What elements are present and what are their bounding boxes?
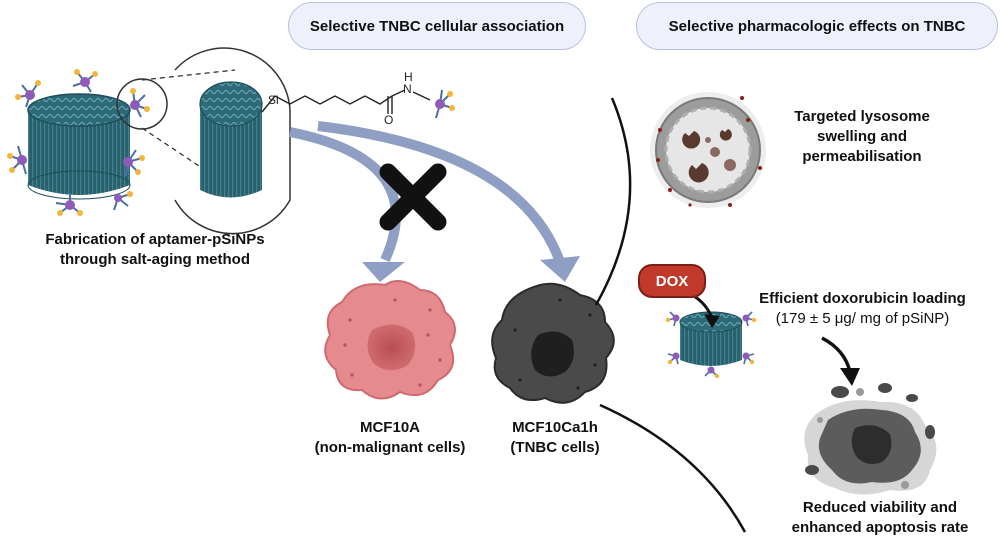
lysosome-icon	[650, 92, 766, 208]
divider-curve-bottom	[599, 403, 747, 533]
fabrication-line1: Fabrication of aptamer-pSiNPs	[45, 231, 265, 248]
arrowhead-mcf10ca1h	[540, 256, 580, 282]
mcf10a-cell	[324, 280, 456, 400]
loading-line1: Efficient doxorubicin loading	[759, 290, 966, 307]
arrowhead-mcf10a	[362, 262, 405, 282]
dox-badge: DOX	[638, 264, 706, 298]
pill-left-label: Selective TNBC cellular association	[309, 17, 565, 35]
arrow-to-mcf10a	[289, 127, 401, 263]
apoptosis-label: Reduced viability and enhanced apoptosis…	[770, 498, 990, 538]
pill-right-label: Selective pharmacologic effects on TNBC	[668, 17, 966, 35]
linker-chain	[261, 95, 393, 113]
linker-aptamer	[435, 89, 455, 119]
loading-label: Efficient doxorubicin loading (179 ± 5 μ…	[740, 289, 985, 329]
lysosome-label: Targeted lysosome swelling and permeabil…	[772, 107, 952, 167]
apoptotic-cell	[804, 383, 937, 495]
pill-pharmacologic-effects: Selective pharmacologic effects on TNBC	[636, 2, 998, 50]
zoom-source-circle	[116, 78, 168, 130]
lysosome-line2: swelling and	[816, 128, 907, 145]
zoomed-surface	[174, 47, 291, 235]
divider-curve-top	[594, 97, 632, 306]
lysosome-line1: Targeted lysosome	[794, 108, 930, 125]
loading-line2: (179 ± 5 μg/ mg of pSiNP)	[775, 310, 950, 327]
fabrication-label: Fabrication of aptamer-pSiNPs through sa…	[20, 230, 290, 270]
aptamer-tufts	[7, 69, 150, 216]
mcf10ca1h-label: MCF10Ca1h (TNBC cells)	[485, 418, 625, 458]
mcf10a-name: MCF10A	[359, 419, 420, 436]
arrow-to-mcf10ca1h	[317, 121, 565, 264]
o-label: O	[384, 113, 394, 127]
n-label: N	[403, 82, 412, 96]
mcf10a-desc: (non-malignant cells)	[314, 439, 466, 456]
h-label: H	[404, 70, 413, 84]
blocked-x-mark	[379, 163, 447, 231]
si-label: Si	[268, 93, 279, 107]
mcf10ca1h-name: MCF10Ca1h	[512, 419, 598, 436]
apoptosis-arrow	[821, 336, 852, 373]
fabrication-line2: through salt-aging method	[60, 251, 250, 268]
mcf10ca1h-cell	[491, 282, 615, 404]
apoptosis-line2: enhanced apoptosis rate	[791, 519, 969, 536]
mcf10ca1h-desc: (TNBC cells)	[510, 439, 600, 456]
lysosome-line3: permeabilisation	[802, 148, 922, 165]
zoom-connector-top	[141, 69, 236, 81]
pill-cellular-association: Selective TNBC cellular association	[288, 2, 586, 50]
mcf10a-label: MCF10A (non-malignant cells)	[290, 418, 490, 458]
aptamer-psinp-particle	[27, 93, 131, 200]
apoptosis-line1: Reduced viability and	[802, 499, 958, 516]
